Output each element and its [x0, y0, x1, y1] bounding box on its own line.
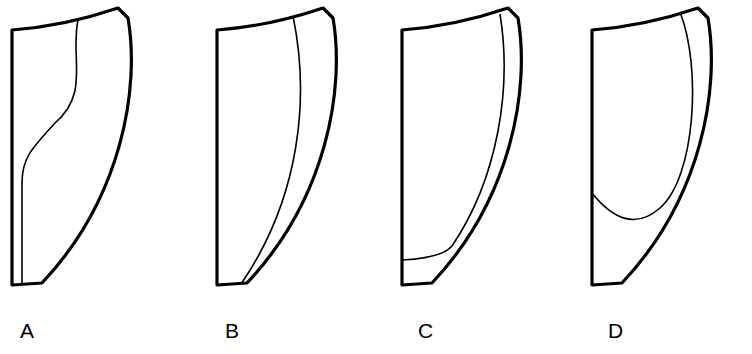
figure-letter: D: [608, 320, 623, 341]
section-c: [402, 8, 521, 285]
inner-line: [22, 20, 78, 284]
outer-outline: [217, 8, 336, 285]
section-a: [12, 8, 131, 285]
figure-letter: B: [225, 320, 239, 341]
figure-letter: C: [418, 320, 433, 341]
outer-outline: [402, 8, 521, 285]
inner-line: [592, 12, 693, 220]
outer-outline: [12, 8, 131, 285]
figure-letter: A: [20, 320, 34, 341]
section-d: [592, 8, 711, 285]
section-b: [217, 8, 336, 285]
outer-outline: [592, 8, 711, 285]
inner-line: [241, 16, 300, 284]
inner-line: [402, 14, 504, 260]
